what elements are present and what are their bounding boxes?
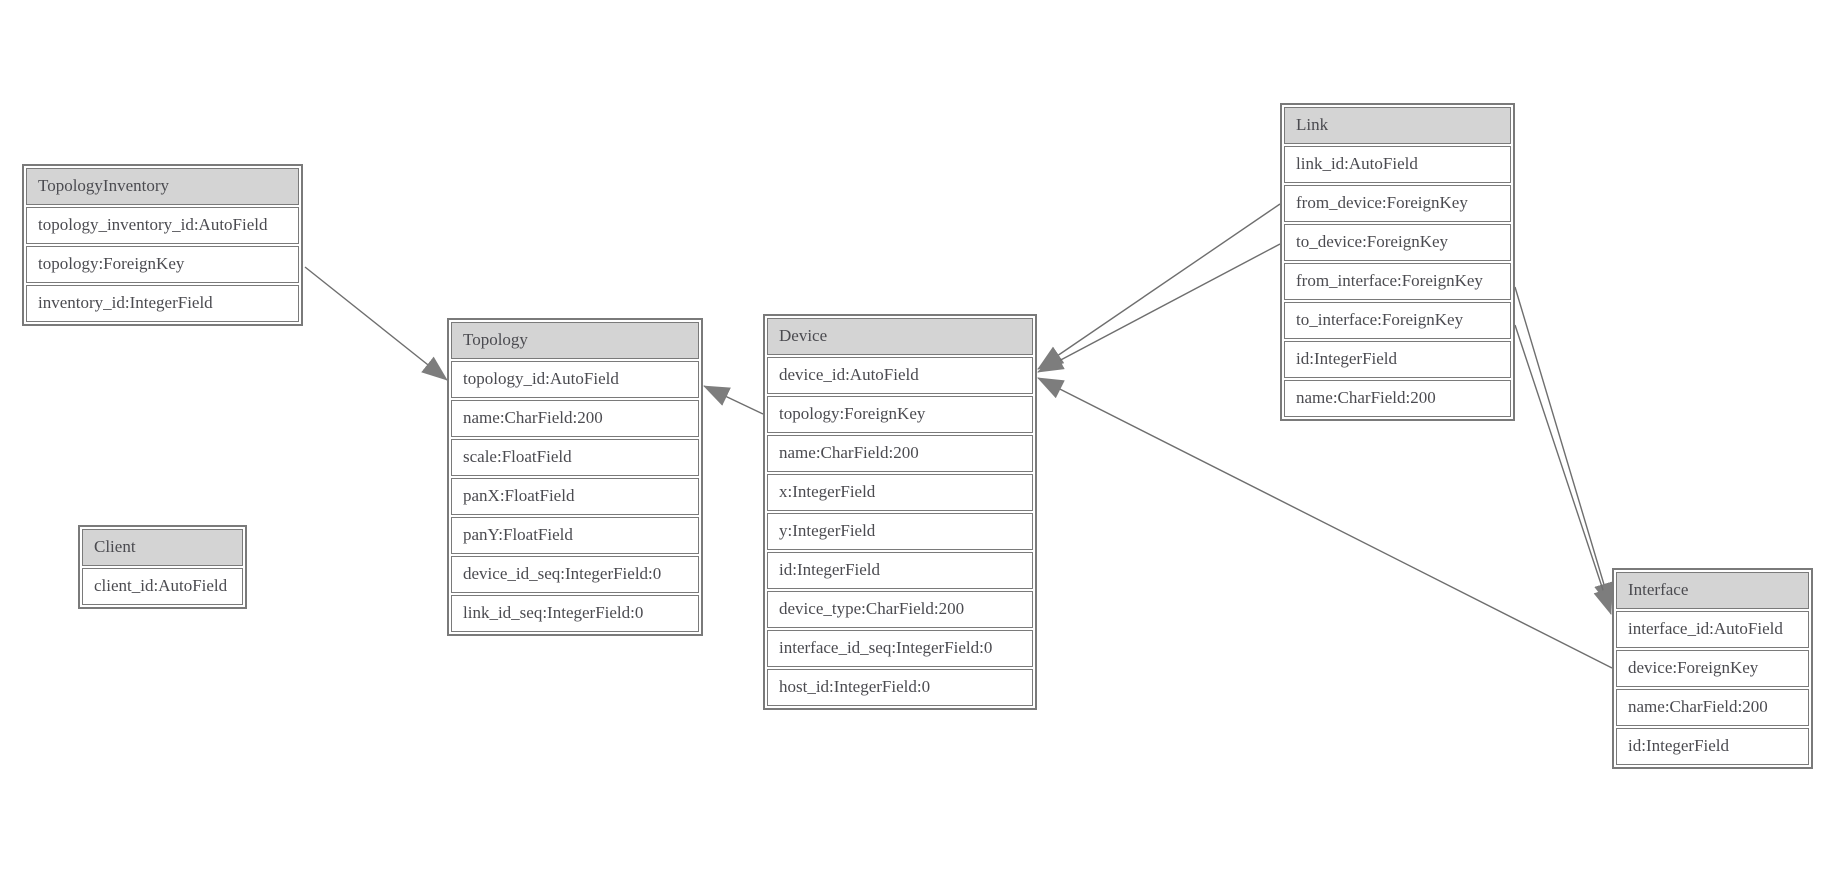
field-row: device_id:AutoField: [767, 357, 1033, 394]
field-row: id:IntegerField: [767, 552, 1033, 589]
entity-client: Client client_id:AutoField: [78, 525, 247, 609]
field-row: y:IntegerField: [767, 513, 1033, 550]
entity-topology-inventory-title: TopologyInventory: [26, 168, 299, 205]
field-row: interface_id:AutoField: [1616, 611, 1809, 648]
field-row: client_id:AutoField: [82, 568, 243, 605]
field-row: panY:FloatField: [451, 517, 699, 554]
field-row: host_id:IntegerField:0: [767, 669, 1033, 706]
field-row: scale:FloatField: [451, 439, 699, 476]
field-row: topology_id:AutoField: [451, 361, 699, 398]
field-row: panX:FloatField: [451, 478, 699, 515]
entity-device: Device device_id:AutoField topology:Fore…: [763, 314, 1037, 710]
edge-interface-device: [1037, 377, 1613, 669]
field-row: name:CharField:200: [451, 400, 699, 437]
field-row: topology_inventory_id:AutoField: [26, 207, 299, 244]
edge-link-to-interface-interface: [1514, 324, 1613, 615]
field-row: link_id_seq:IntegerField:0: [451, 595, 699, 632]
entity-device-title: Device: [767, 318, 1033, 355]
field-row: to_interface:ForeignKey: [1284, 302, 1511, 339]
field-row: device_type:CharField:200: [767, 591, 1033, 628]
entity-topology-inventory: TopologyInventory topology_inventory_id:…: [22, 164, 303, 326]
entity-topology: Topology topology_id:AutoField name:Char…: [447, 318, 703, 636]
field-row: device:ForeignKey: [1616, 650, 1809, 687]
entity-link-title: Link: [1284, 107, 1511, 144]
edge-topologyinventory-topology: [304, 266, 448, 381]
edge-link-to-device-device: [1037, 243, 1281, 373]
edge-link-from-interface-interface: [1514, 286, 1614, 609]
field-row: name:CharField:200: [1284, 380, 1511, 417]
field-row: name:CharField:200: [1616, 689, 1809, 726]
field-row: device_id_seq:IntegerField:0: [451, 556, 699, 593]
entity-interface: Interface interface_id:AutoField device:…: [1612, 568, 1813, 769]
field-row: x:IntegerField: [767, 474, 1033, 511]
field-row: link_id:AutoField: [1284, 146, 1511, 183]
field-row: to_device:ForeignKey: [1284, 224, 1511, 261]
entity-interface-title: Interface: [1616, 572, 1809, 609]
field-row: interface_id_seq:IntegerField:0: [767, 630, 1033, 667]
field-row: from_device:ForeignKey: [1284, 185, 1511, 222]
entity-topology-title: Topology: [451, 322, 699, 359]
edge-link-from-device-device: [1037, 203, 1281, 370]
edge-device-topology: [703, 385, 764, 415]
field-row: topology:ForeignKey: [767, 396, 1033, 433]
field-row: from_interface:ForeignKey: [1284, 263, 1511, 300]
entity-link: Link link_id:AutoField from_device:Forei…: [1280, 103, 1515, 421]
field-row: name:CharField:200: [767, 435, 1033, 472]
field-row: id:IntegerField: [1616, 728, 1809, 765]
field-row: inventory_id:IntegerField: [26, 285, 299, 322]
entity-client-title: Client: [82, 529, 243, 566]
field-row: topology:ForeignKey: [26, 246, 299, 283]
field-row: id:IntegerField: [1284, 341, 1511, 378]
